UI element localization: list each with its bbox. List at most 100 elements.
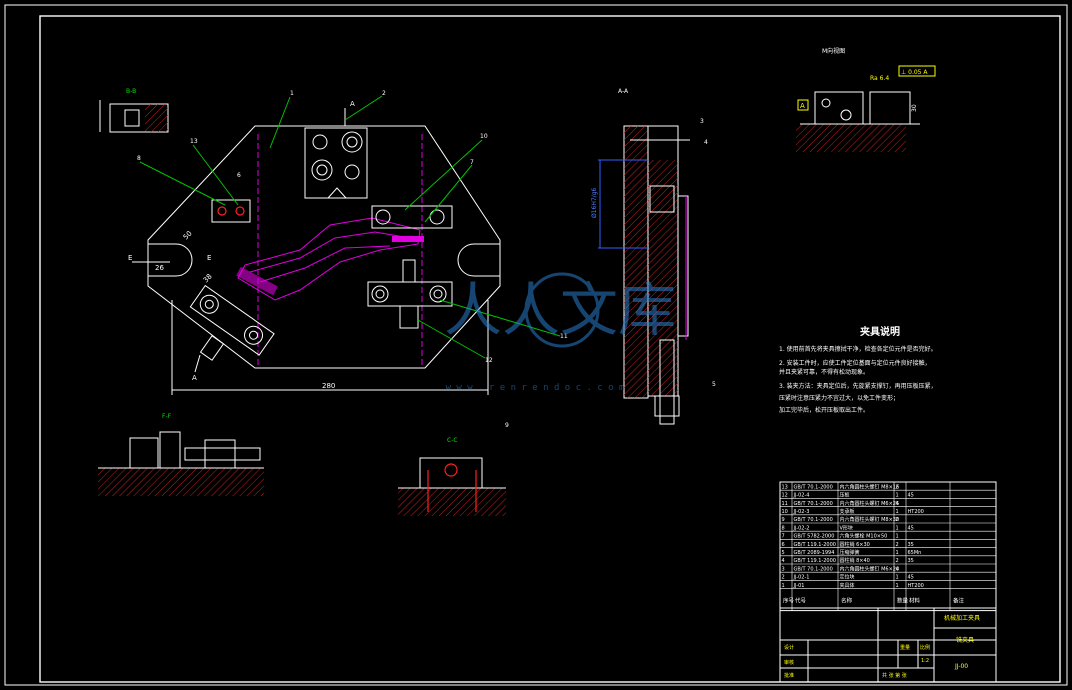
bom-cell: HT200 — [908, 583, 924, 589]
bom-cell: 压板 — [840, 492, 850, 499]
bom-cell: GB/T 70.1-2000 — [794, 566, 833, 572]
notes-block: 夹具说明 1. 使用前首先将夹具擦拭干净，检查各定位元件是否完好。 2. 安装工… — [779, 325, 937, 414]
bom-cell: 10 — [782, 509, 788, 515]
bom-cell: 2 — [782, 575, 785, 581]
bom-header-cell: 序号 — [783, 597, 795, 605]
bom-cell: 11 — [782, 501, 788, 507]
bom-cell: 定位块 — [840, 574, 855, 581]
workpiece-jaw-hatch — [236, 266, 278, 296]
bom-cell: 8 — [782, 525, 785, 531]
datum-a-box — [797, 99, 809, 111]
balloon-9: 9 — [505, 422, 509, 429]
watermark-url: w w w . r e n r e n d o c . c o m — [446, 383, 625, 393]
bom-cell: 圆柱销 6×30 — [840, 541, 870, 548]
dim-280: 280 — [322, 382, 335, 390]
bom-cell: JJ-02-1 — [793, 575, 810, 581]
balloon-4: 4 — [704, 139, 708, 146]
section-aa-view — [598, 125, 690, 425]
section-marker-a-bottom: A — [192, 374, 197, 382]
tolerance-frame-box — [898, 65, 936, 77]
title-check-label: 审核 — [784, 659, 794, 666]
bom-cell: 35 — [908, 542, 914, 548]
bom-cell: JJ-02-3 — [793, 509, 810, 515]
section-ff-title: F-F — [162, 413, 172, 420]
bom-cell: 35 — [908, 558, 914, 564]
title-approve-label: 批准 — [784, 672, 794, 679]
bom-cell: GB/T 2089-1994 — [794, 550, 835, 556]
balloon-13: 13 — [190, 138, 198, 145]
balloon-6: 6 — [237, 172, 241, 179]
bom-cell: 支承板 — [840, 508, 855, 515]
bom-cell: 1 — [896, 575, 899, 581]
section-aa-title: A-A — [618, 88, 629, 95]
notes-title: 夹具说明 — [860, 325, 900, 338]
title-block — [779, 607, 997, 683]
bom-cell: V形块 — [840, 524, 853, 531]
balloon-10: 10 — [480, 133, 488, 140]
title-drawing-no: JJ-00 — [954, 663, 968, 670]
bom-cell: 4 — [896, 501, 899, 507]
bom-cell: 4 — [896, 566, 899, 572]
title-weight-label: 重量 — [900, 644, 910, 651]
bom-cell: 内六角圆柱头螺钉 M6×20 — [840, 565, 900, 572]
drawing-outer-border — [4, 4, 1068, 686]
bom-cell: JJ-02-2 — [793, 525, 810, 531]
section-marker-e-right: E — [207, 254, 211, 262]
bom-cell: GB/T 70.1-2000 — [794, 501, 833, 507]
bom-cell: 13 — [782, 484, 788, 490]
balloon-2: 2 — [382, 90, 386, 97]
balloon-labels: 1 2 3 4 5 6 7 8 9 10 11 12 13 — [137, 90, 716, 429]
bom-cell: 1 — [896, 534, 899, 540]
bom-cell: GB/T 70.1-2000 — [794, 517, 833, 523]
dim-26: 26 — [155, 264, 164, 272]
dim-vertical-fit: Ø16H7/g6 — [591, 187, 598, 218]
watermark-logo: 人人文库 w w w . r e n r e n d o c . c o m — [444, 272, 676, 393]
bom-header-cell: 材料 — [909, 597, 921, 605]
bom-header-cell: 名称 — [841, 597, 853, 605]
bom-cell: 内六角圆柱头螺钉 M8×30 — [840, 516, 900, 523]
title-scale-value: 1:2 — [921, 658, 929, 664]
bom-cell: 夹具体 — [840, 582, 855, 589]
title-design-label: 设计 — [784, 644, 794, 651]
drawing-inner-border — [39, 15, 1061, 683]
bom-header-cell: 代号 — [795, 597, 807, 605]
bom-cell: 2 — [896, 517, 899, 523]
bom-cell: 2 — [896, 558, 899, 564]
bom-cell: 1 — [896, 550, 899, 556]
bom-cell: 45 — [908, 575, 914, 581]
section-ff-view — [98, 431, 264, 496]
bom-header-cell: 数量 — [897, 597, 909, 605]
balloon-7: 7 — [470, 159, 474, 166]
balloon-8: 8 — [137, 155, 141, 162]
bom-cell: 3 — [782, 566, 785, 572]
dim-detail-30: 30 — [911, 104, 918, 112]
detail-m-view — [796, 65, 936, 152]
bom-cell: 2 — [896, 484, 899, 490]
bom-cell: 压缩弹簧 — [840, 549, 860, 556]
bom-cell: 9 — [782, 517, 785, 523]
notes-line-5: 压紧时注意压紧力不宜过大，以免工件变形； — [779, 394, 899, 402]
bom-cell: JJ-01 — [793, 583, 805, 589]
balloon-3: 3 — [700, 118, 704, 125]
notes-line-3: 并且夹紧可靠，不得有松动现象。 — [779, 368, 869, 376]
section-bb-view — [99, 100, 169, 133]
bom-cell: GB/T 70.1-2000 — [794, 484, 833, 490]
dim-38: 38 — [202, 272, 214, 284]
bom-cell: 12 — [782, 493, 788, 499]
bom-cell: 1 — [896, 493, 899, 499]
bom-cell: 1 — [896, 525, 899, 531]
roughness-label: Ra 6.4 — [870, 75, 889, 82]
main-plan-view — [132, 108, 501, 395]
balloon-1: 1 — [290, 90, 294, 97]
bom-cell: 7 — [782, 534, 785, 540]
section-marker-e-left: E — [128, 254, 132, 262]
bom-cell: 65Mn — [908, 550, 922, 556]
notes-line-4: 3. 装夹方法：夹具定位后，先旋紧支撑钉，再用压板压紧， — [779, 382, 937, 390]
datum-a-label: A — [800, 102, 805, 110]
bom-cell: GB/T 119.1-2000 — [794, 558, 836, 564]
bom-cell: 45 — [908, 493, 914, 499]
bom-cell: 5 — [782, 550, 785, 556]
bom-cell: 内六角圆柱头螺钉 M6×25 — [840, 500, 900, 507]
